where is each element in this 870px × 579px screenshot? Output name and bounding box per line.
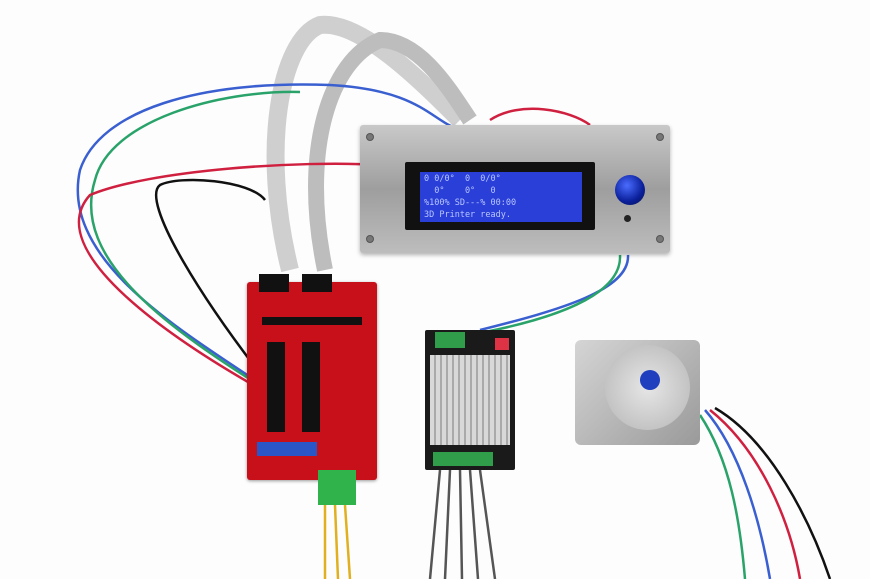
ramps-board (247, 274, 377, 480)
connector-2 (302, 274, 332, 292)
screw-icon (366, 235, 374, 243)
lcd-line-3: %100% SD---% 00:00 (424, 198, 517, 208)
connector-1 (259, 274, 289, 292)
driver-slot (302, 342, 320, 432)
lcd-line-1: 0 0/0° 0 0/0° (424, 174, 501, 184)
driver-wires (428, 469, 497, 579)
ribbon-cable-1 (266, 15, 467, 273)
wire-green (89, 90, 301, 397)
lcd-line-4: 3D Printer ready. (424, 210, 511, 220)
screw-icon (366, 133, 374, 141)
wire-black (154, 178, 286, 406)
wire-red-2 (489, 107, 591, 127)
reset-button[interactable] (624, 215, 631, 222)
wire-blue-2 (479, 254, 630, 332)
pin-header (262, 317, 362, 325)
driver-slot (267, 342, 285, 432)
driver-terminal (435, 332, 465, 348)
driver-terminal-bottom (433, 452, 493, 466)
motor-shaft (640, 370, 660, 390)
motor-wire-blue (704, 409, 772, 579)
heatsink (430, 355, 510, 445)
motor-wire-green (698, 414, 747, 579)
wire-red (77, 162, 381, 402)
rotary-encoder-knob[interactable] (615, 175, 645, 205)
lcd-screen: 0 0/0° 0 0/0° 0° 0° 0 %100% SD---% 00:00 3… (420, 172, 582, 222)
motor-wire-red (709, 409, 802, 579)
power-wires (323, 504, 352, 579)
screw-icon (656, 235, 664, 243)
ribbon-cable-2 (308, 31, 477, 272)
dip-switch[interactable] (495, 338, 509, 350)
power-terminal (318, 470, 356, 505)
motor-wire-black (714, 406, 832, 579)
screw-terminal (257, 442, 317, 456)
wire-green-2 (484, 254, 622, 334)
lcd-line-2: 0° 0° 0 (424, 186, 496, 196)
screw-icon (656, 133, 664, 141)
